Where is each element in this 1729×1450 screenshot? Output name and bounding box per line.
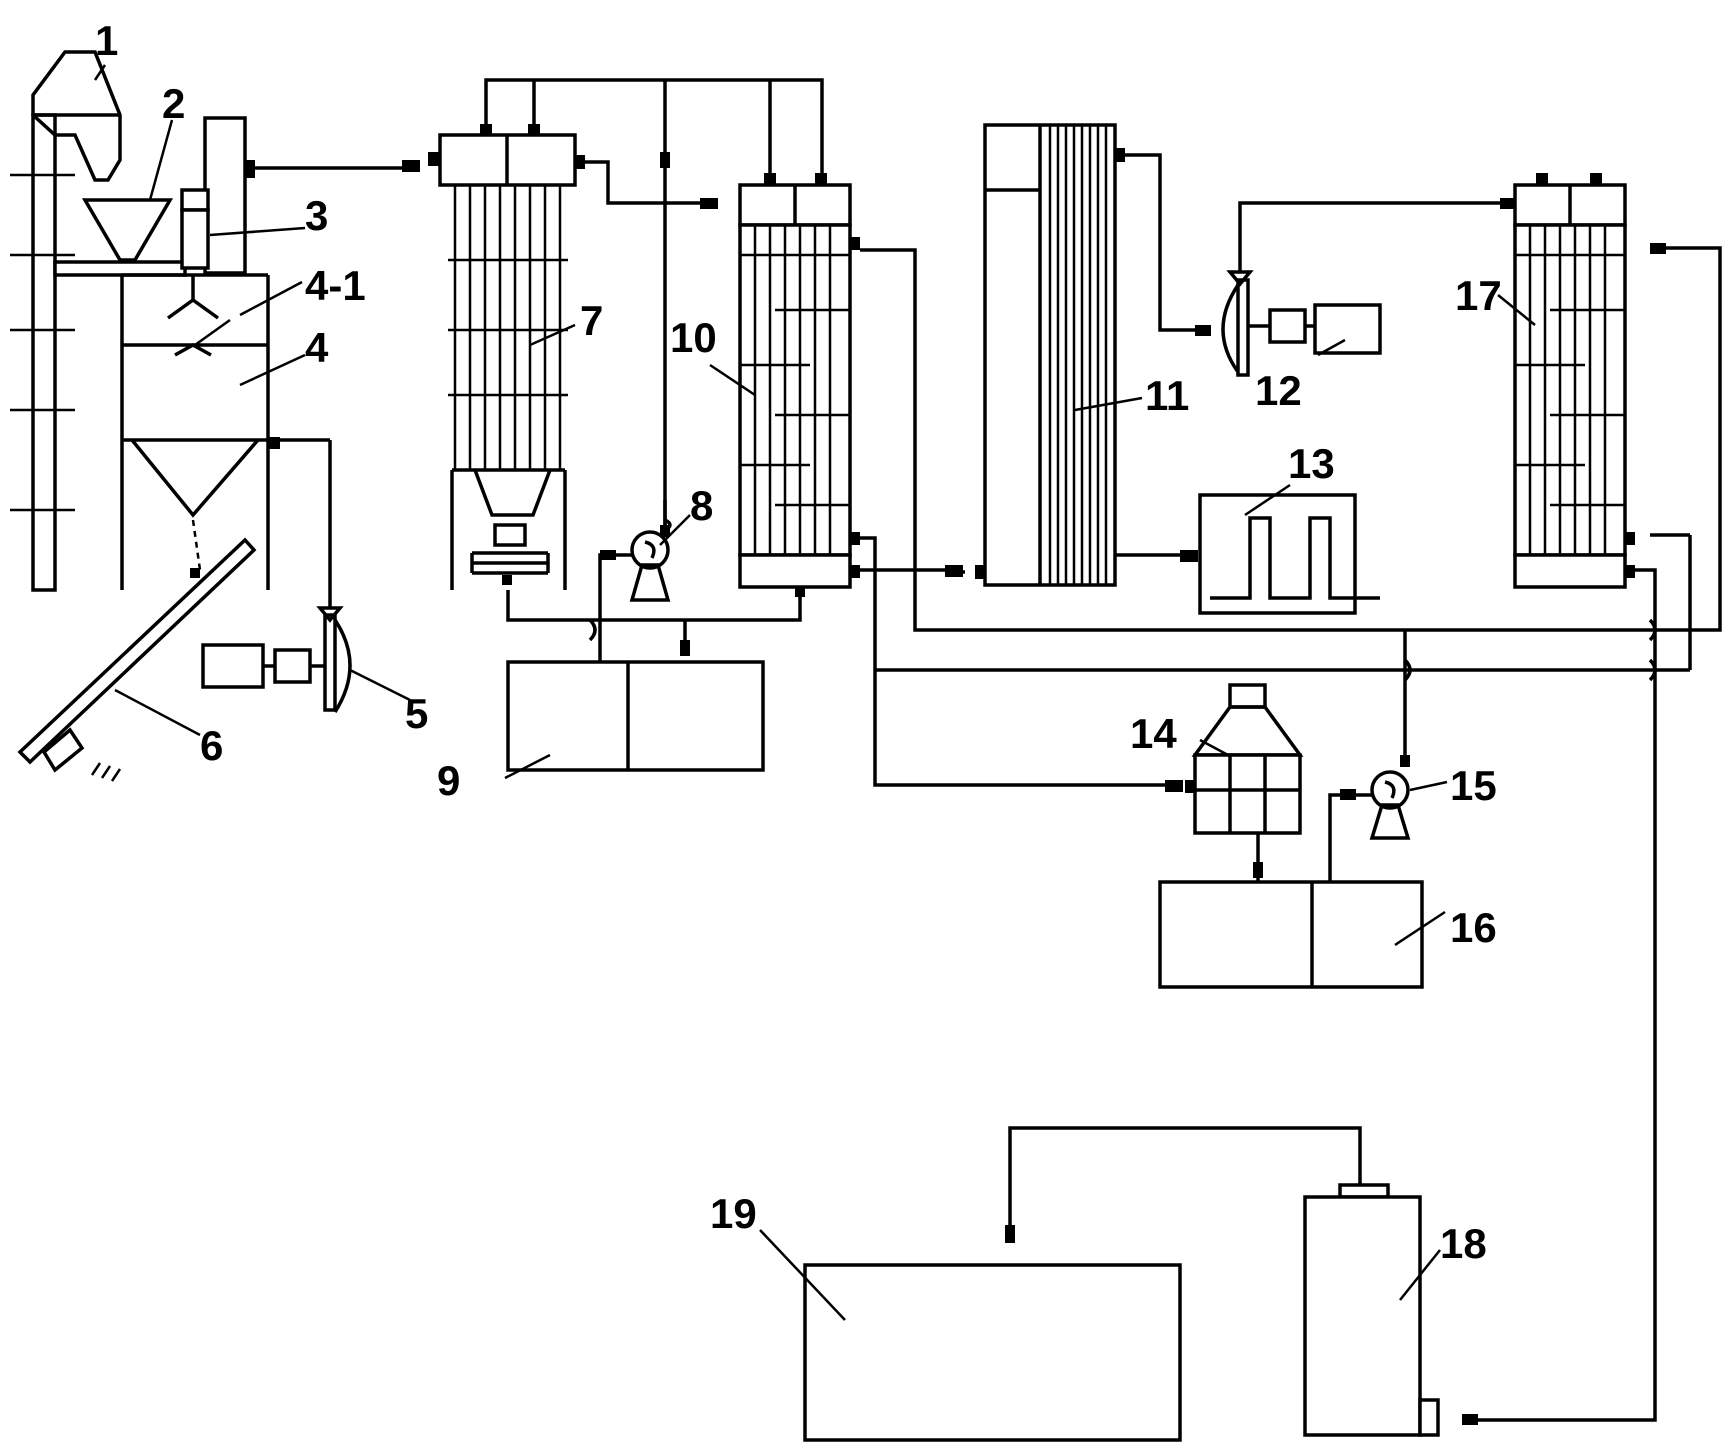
- bucket-elevator-1: [10, 50, 122, 592]
- fan-12: [1221, 198, 1516, 377]
- label-7: 7: [580, 297, 603, 344]
- label-1: 1: [95, 17, 118, 64]
- label-4: 4: [305, 324, 329, 371]
- label-4-1: 4-1: [305, 262, 366, 309]
- label-18: 18: [1440, 1220, 1487, 1267]
- labels: 1 2 3 4-1 4 5 6 7 8 9 10 11 12 13 14 15 …: [95, 17, 1502, 1267]
- condenser-13: [1198, 493, 1380, 615]
- tank-9: [506, 590, 802, 772]
- label-6: 6: [200, 722, 223, 769]
- label-9: 9: [437, 757, 460, 804]
- plate-exchanger-11: [975, 123, 1211, 587]
- feed-hopper-2: [53, 198, 187, 277]
- label-17: 17: [1455, 272, 1502, 319]
- heat-exchanger-17: [1462, 173, 1657, 1425]
- label-2: 2: [162, 80, 185, 127]
- pump-15: [1328, 755, 1411, 882]
- label-8: 8: [690, 482, 713, 529]
- pipes-10-outlet: [860, 533, 1692, 792]
- tank-16: [1158, 880, 1424, 989]
- leader-lines: [93, 64, 1536, 1321]
- separator-14: [1185, 683, 1304, 882]
- label-14: 14: [1130, 710, 1177, 757]
- label-12: 12: [1255, 367, 1302, 414]
- label-13: 13: [1288, 440, 1335, 487]
- top-header-pipe: [484, 78, 824, 532]
- screw-conveyor-6: [17, 537, 257, 782]
- storage-tank-18: [1005, 1126, 1440, 1437]
- label-15: 15: [1450, 762, 1497, 809]
- label-11: 11: [1145, 372, 1189, 419]
- label-3: 3: [305, 192, 328, 239]
- blower-5: [201, 438, 352, 713]
- screw-feeder-3: [180, 116, 405, 275]
- label-5: 5: [405, 690, 428, 737]
- pump-8: [598, 500, 671, 662]
- bag-filter-7: [402, 124, 585, 590]
- label-16: 16: [1450, 904, 1497, 951]
- heat-exchanger-10: [738, 173, 1722, 632]
- storage-19: [803, 1263, 1182, 1442]
- label-10: 10: [670, 314, 717, 361]
- reactor-vessel-4: [120, 273, 280, 590]
- label-19: 19: [710, 1190, 757, 1237]
- distributor-4-1: [194, 318, 231, 347]
